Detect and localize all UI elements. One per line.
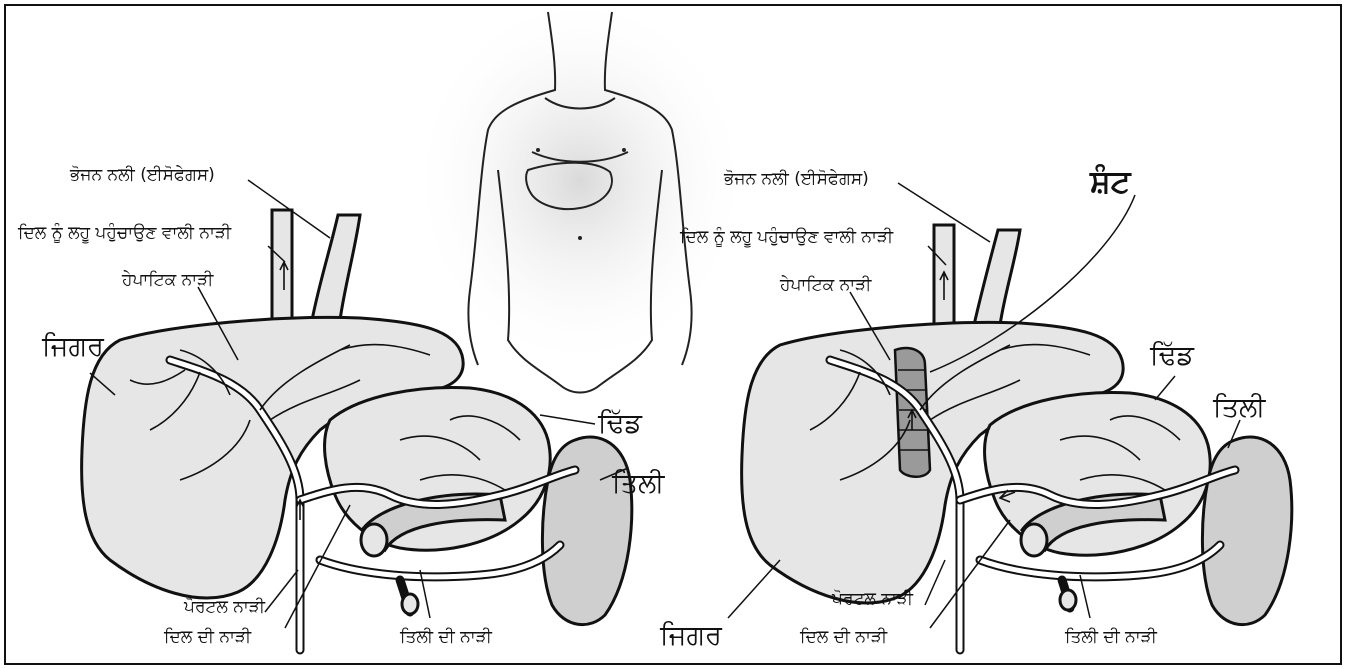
label-spleen-right: ਤਿਲੀ	[1212, 392, 1266, 423]
label-spleen-left: ਤਿਲੀ	[611, 468, 665, 499]
stomach-left	[325, 387, 551, 550]
label-heart-vein-left: ਦਿਲ ਦੀ ਨਾੜੀ	[163, 627, 252, 647]
label-portal-vein-left: ਪੋਰਟਲ ਨਾੜੀ	[183, 597, 266, 617]
label-esophagus-left: ਭੋਜਨ ਨਲੀ (ਈਸੋਫੇਗਸ)	[69, 165, 215, 185]
label-liver-left: ਜਿਗਰ	[41, 331, 105, 362]
spleen-left	[542, 437, 631, 625]
stomach-right	[985, 392, 1211, 555]
label-stomach-right: ਢਿੱਡ	[1149, 340, 1195, 371]
label-liver-right: ਜਿਗਰ	[659, 620, 723, 651]
esophagus-right	[974, 230, 1020, 325]
human-figure	[410, 10, 750, 393]
label-splenic-vein-right: ਤਿਲੀ ਦੀ ਨਾੜੀ	[1064, 627, 1158, 647]
label-vena-cava-right: ਦਿਲ ਨੂੰ ਲਹੂ ਪਹੁੰਚਾਉਣ ਵਾਲੀ ਨਾੜੀ	[679, 227, 894, 247]
label-esophagus-right: ਭੋਜਨ ਨਲੀ (ਈਸੋਫੇਗਸ)	[723, 169, 869, 189]
label-heart-vein-right: ਦਿਲ ਦੀ ਨਾੜੀ	[799, 627, 888, 647]
label-hepatic-vein-left: ਹੇਪਾਟਿਕ ਨਾੜੀ	[121, 270, 214, 290]
label-vena-cava-left: ਦਿਲ ਨੂੰ ਲਹੂ ਪਹੁੰਚਾਉਣ ਵਾਲੀ ਨਾੜੀ	[17, 223, 232, 243]
label-portal-vein-right: ਪੋਰਟਲ ਨਾੜੀ	[831, 589, 914, 609]
label-shunt: ਸ਼ੰਟ	[1089, 164, 1132, 200]
label-stomach-left: ਢਿੱਡ	[597, 408, 643, 439]
spleen-right	[1202, 437, 1291, 625]
label-hepatic-vein-right: ਹੇਪਾਟਿਕ ਨਾੜੀ	[779, 275, 872, 295]
label-splenic-vein-left: ਤਿਲੀ ਦੀ ਨਾੜੀ	[399, 627, 493, 647]
